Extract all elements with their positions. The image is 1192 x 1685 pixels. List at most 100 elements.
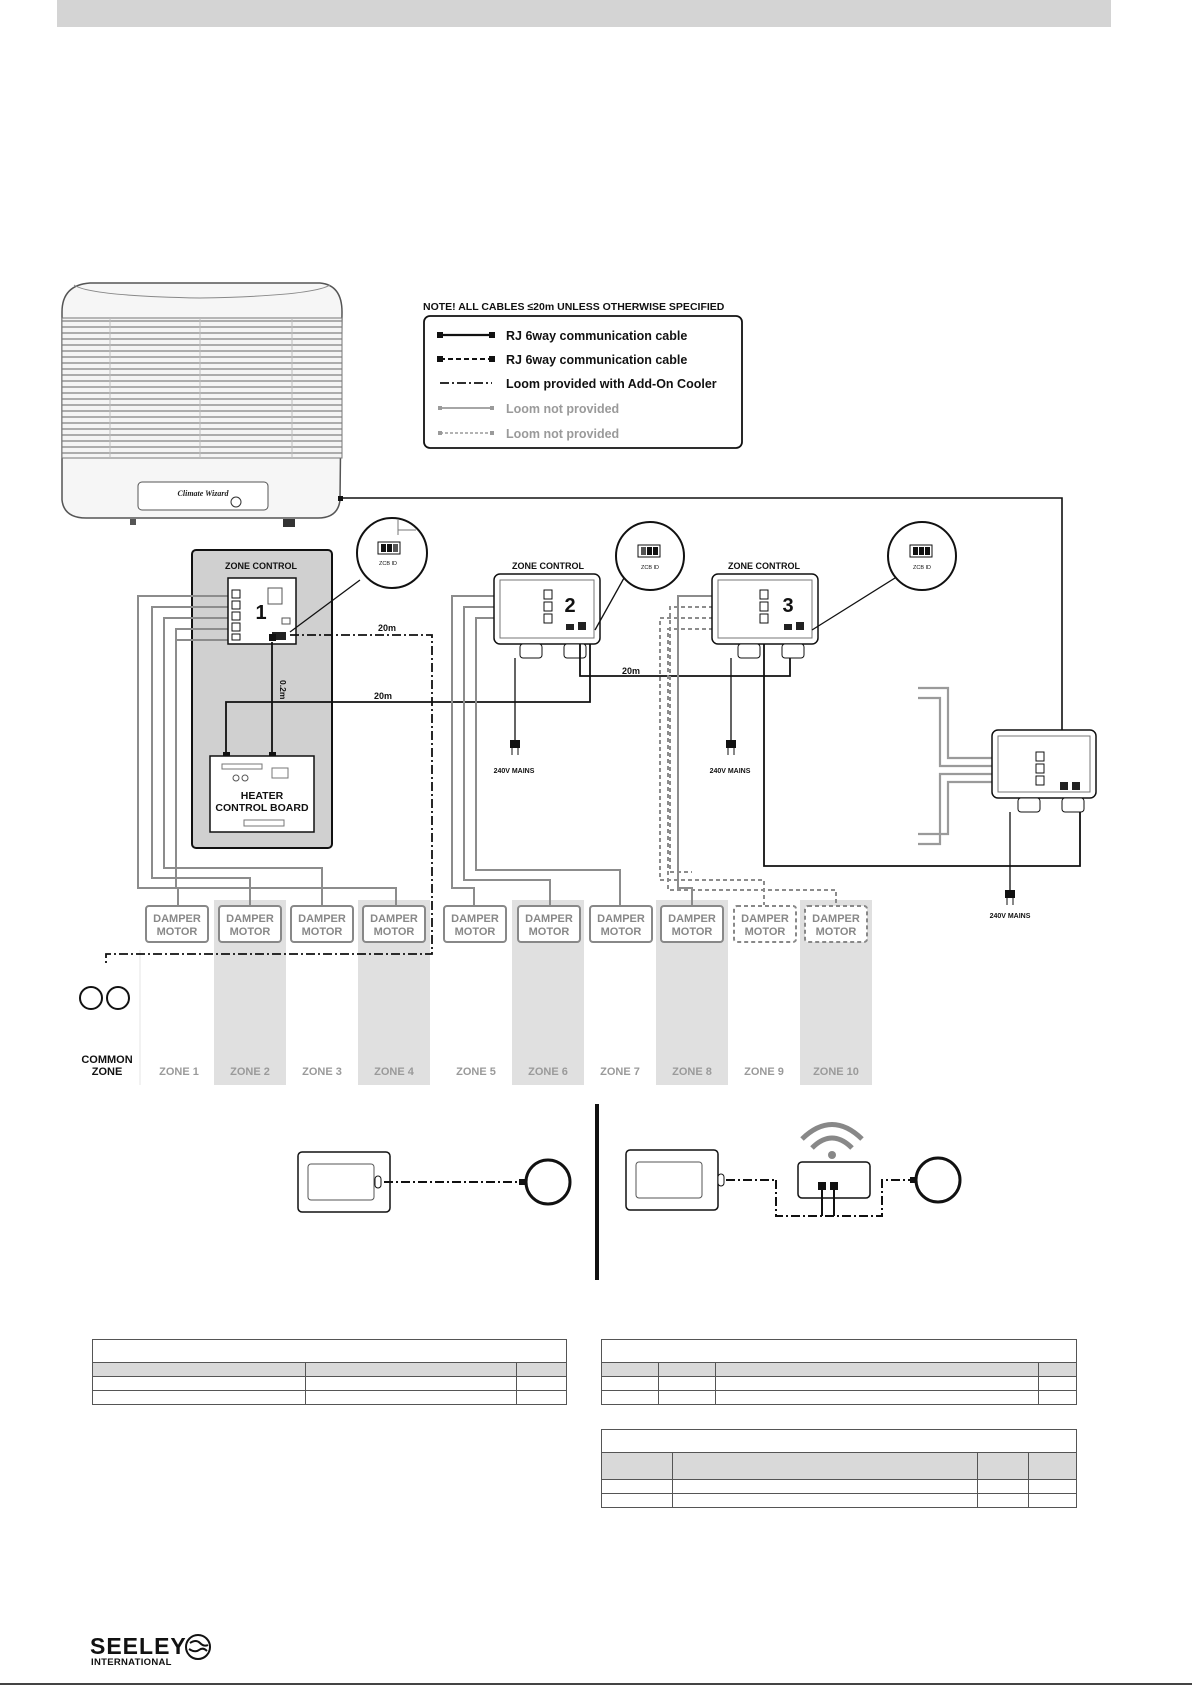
svg-text:DAMPER: DAMPER [597,913,645,925]
svg-text:RJ 6way communication cable: RJ 6way communication cable [506,353,687,367]
zone-control-2: ZONE CONTROL 2 [493,561,601,659]
zone-label-5: ZONE 5 [456,1066,496,1078]
zc3-to-zc4-cable [763,644,1081,867]
svg-text:COMMON: COMMON [81,1054,132,1066]
seeley-logo: SEELEY INTERNATIONAL [88,1633,218,1668]
svg-text:ZCB ID: ZCB ID [913,565,931,571]
zone-label-2: ZONE 2 [230,1066,270,1078]
legend-item-solid: RJ 6way communication cable [437,329,687,343]
cooler-to-zone-cable [340,497,1063,758]
legend: NOTE! ALL CABLES ≤20m UNLESS OTHERWISE S… [423,301,743,449]
svg-text:MOTOR: MOTOR [601,926,642,938]
svg-text:MOTOR: MOTOR [529,926,570,938]
loom-cable [105,634,433,964]
svg-text:ZCB ID: ZCB ID [641,565,659,571]
wifi-icon [800,1122,864,1141]
zone-control-3: ZONE CONTROL 3 [711,561,819,659]
legend-item-dashdot: Loom provided with Add-On Cooler [440,377,717,391]
svg-text:MOTOR: MOTOR [374,926,415,938]
table-right-bottom [601,1429,1077,1508]
svg-text:Loom provided with Add-On Cool: Loom provided with Add-On Cooler [506,377,717,391]
svg-text:DAMPER: DAMPER [226,913,274,925]
svg-text:DAMPER: DAMPER [812,913,860,925]
zone-label-10: ZONE 10 [813,1066,859,1078]
svg-text:MOTOR: MOTOR [455,926,496,938]
svg-text:DAMPER: DAMPER [668,913,716,925]
svg-text:20m: 20m [622,666,640,676]
svg-text:0.2m: 0.2m [278,680,288,700]
svg-text:MOTOR: MOTOR [745,926,786,938]
svg-text:MOTOR: MOTOR [157,926,198,938]
zone-labels: ZONE 1 ZONE 2 ZONE 3 ZONE 4 ZONE 5 ZONE … [159,1066,859,1078]
svg-text:1: 1 [255,602,266,624]
zcb-id-switch-1: ZCB ID [289,517,428,633]
svg-text:20m: 20m [374,691,392,701]
zone-label-8: ZONE 8 [672,1066,712,1078]
svg-text:ZCB ID: ZCB ID [379,561,397,567]
zcb-id-switch-2: ZCB ID [594,521,685,631]
zone-label-9: ZONE 9 [744,1066,784,1078]
svg-text:Loom not provided: Loom not provided [506,427,619,441]
footer-rule [0,1683,1192,1685]
heater-to-zc2-cable [225,640,591,758]
legend-item-grey-dotted: Loom not provided [438,427,619,441]
zone-label-7: ZONE 7 [600,1066,640,1078]
svg-text:MOTOR: MOTOR [816,926,857,938]
legend-item-dashed: RJ 6way communication cable [437,353,687,367]
cooler-unit: Climate Wizard [61,282,343,527]
svg-text:HEATER: HEATER [241,790,284,802]
zone-control-1: ZONE CONTROL 1 [225,561,297,645]
svg-text:20m: 20m [378,623,396,633]
svg-text:ZONE CONTROL: ZONE CONTROL [512,561,584,571]
svg-text:2: 2 [564,595,575,617]
zcb-id-switch-3: ZCB ID [811,521,957,631]
zone-label-1: ZONE 1 [159,1066,199,1078]
svg-text:MOTOR: MOTOR [302,926,343,938]
svg-text:3: 3 [782,595,793,617]
wall-controller-option-a [297,1151,572,1213]
heater-control-board: HEATER CONTROL BOARD [209,755,315,833]
svg-text:MOTOR: MOTOR [230,926,271,938]
svg-text:DAMPER: DAMPER [451,913,499,925]
svg-text:ZONE CONTROL: ZONE CONTROL [225,561,297,571]
mains-lead-3: 240V MAINS [710,658,751,775]
svg-text:Loom not provided: Loom not provided [506,402,619,416]
table-right-top [601,1339,1077,1405]
mains-lead-2: 240V MAINS [494,658,535,775]
zone-label-6: ZONE 6 [528,1066,568,1078]
header-bar [57,0,1111,27]
svg-text:240V MAINS: 240V MAINS [990,913,1031,920]
svg-text:ZONE: ZONE [92,1066,123,1078]
mains-lead-4: 240V MAINS [990,812,1031,920]
zone-label-3: ZONE 3 [302,1066,342,1078]
svg-text:DAMPER: DAMPER [525,913,573,925]
legend-note: NOTE! ALL CABLES ≤20m UNLESS OTHERWISE S… [423,301,725,313]
zone-control-4 [991,729,1097,813]
legend-item-grey-solid: Loom not provided [438,402,619,416]
svg-text:240V MAINS: 240V MAINS [494,768,535,775]
svg-text:DAMPER: DAMPER [298,913,346,925]
globe-icon [185,1634,211,1660]
common-zone-outlets: COMMON ZONE [79,986,133,1078]
svg-text:DAMPER: DAMPER [741,913,789,925]
wall-controller-option-b [625,1122,962,1217]
svg-text:ZONE CONTROL: ZONE CONTROL [728,561,800,571]
svg-text:240V MAINS: 240V MAINS [710,768,751,775]
svg-text:DAMPER: DAMPER [153,913,201,925]
svg-text:Climate Wizard: Climate Wizard [178,489,230,498]
svg-text:DAMPER: DAMPER [370,913,418,925]
svg-text:CONTROL BOARD: CONTROL BOARD [215,802,309,814]
table-left [92,1339,567,1405]
